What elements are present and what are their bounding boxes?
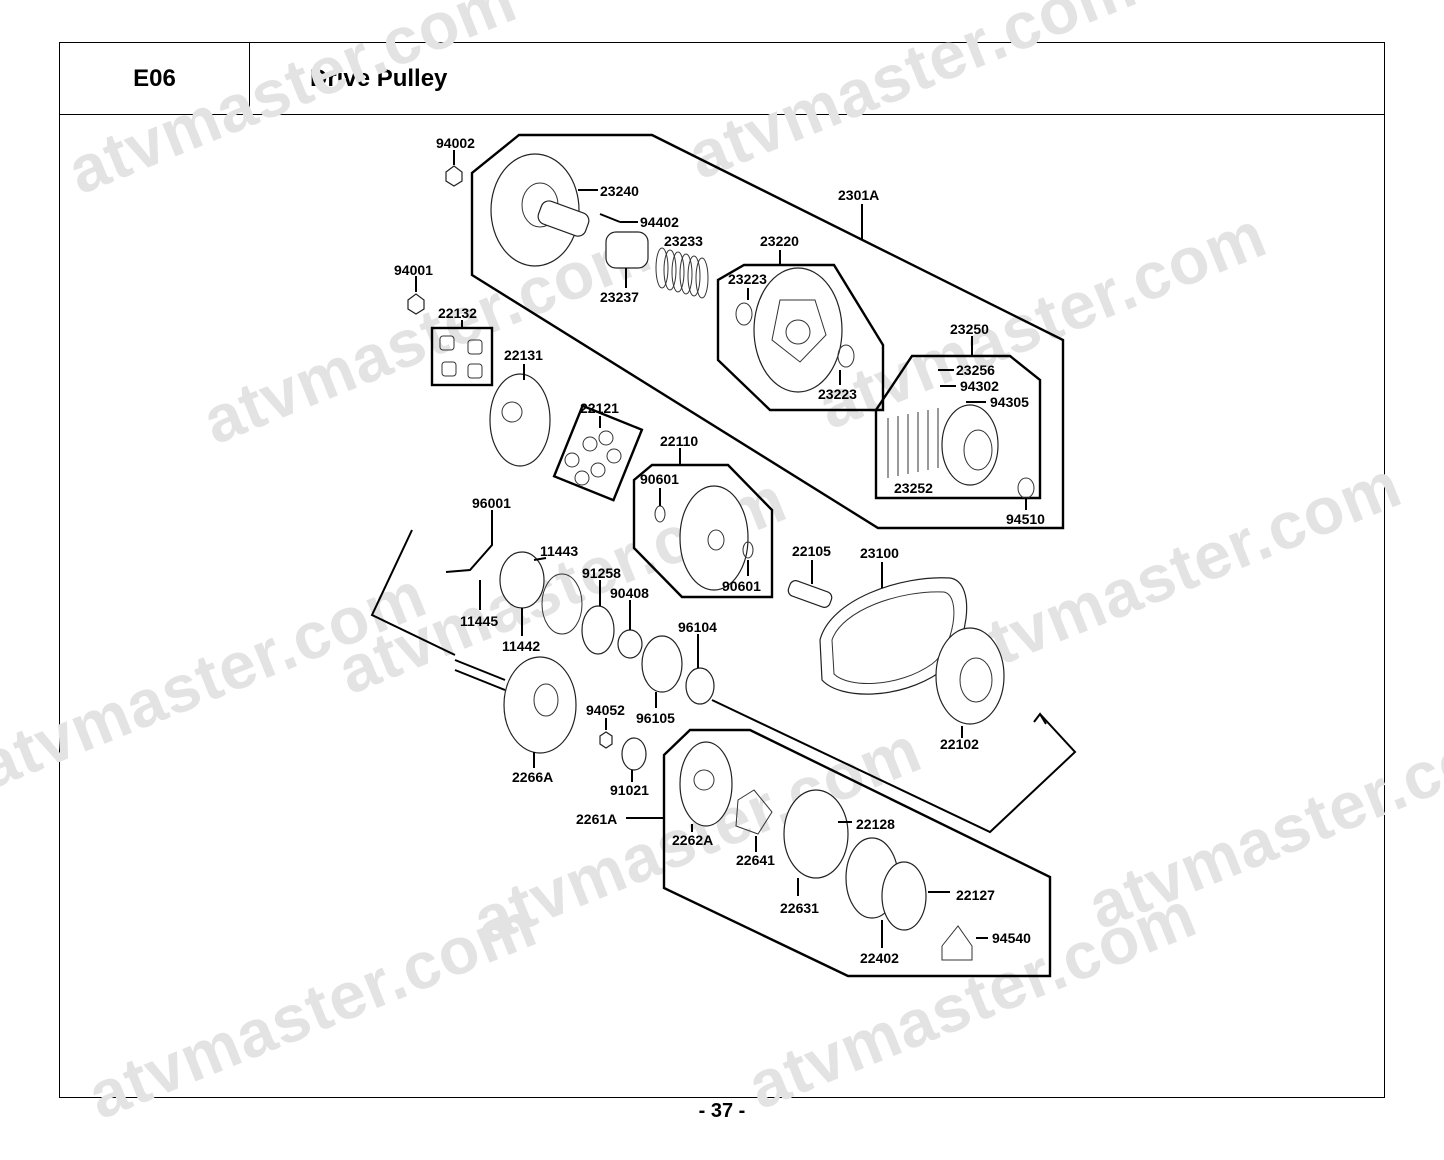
seal-91258 [581,605,615,655]
part-label: 11443 [540,543,578,559]
gasket-11443 [541,573,583,635]
part-label: 94052 [586,702,625,718]
drive-face-22110 [679,485,749,591]
fan-22102 [935,627,1005,725]
part-label: 94510 [1006,511,1045,527]
part-label: 2262A [672,832,713,848]
part-label: 22121 [580,400,619,416]
part-label: 23223 [818,386,857,402]
part-label: 90601 [640,471,679,487]
part-label: 23220 [760,233,799,249]
assembly-box-22121 [552,404,644,502]
part-label: 94302 [960,378,999,394]
diagram-frame: E06 Drive Pulley [59,42,1385,1098]
part-label: 2261A [576,811,617,827]
clip-94540 [941,925,973,961]
part-label: 90408 [610,585,649,601]
part-label: 90601 [722,578,761,594]
part-label: 2301A [838,187,879,203]
part-label: 94002 [436,135,475,151]
part-label: 91021 [610,782,649,798]
part-label: 22641 [736,852,775,868]
springs-22641 [735,789,773,835]
part-label: 2266A [512,769,553,785]
part-label: 23233 [664,233,703,249]
movable-face-23240 [490,153,580,267]
assembly-box-23250 [874,354,1042,500]
part-label: 96001 [472,495,511,511]
part-label: 22128 [856,816,895,832]
part-label: 11445 [460,613,498,629]
header-row: E06 Drive Pulley [60,43,1384,115]
part-shapes [407,153,1035,961]
part-label: 23240 [600,183,639,199]
part-label: 23256 [956,362,995,378]
ring-96105 [641,635,683,693]
nut-94052 [599,731,613,749]
part-label: 94305 [990,394,1029,410]
nut-94002 [445,165,463,187]
leader-lines [370,150,1077,948]
ring-94510 [1017,477,1035,499]
bushing-23237 [605,231,649,269]
part-label: 11442 [502,638,540,654]
collar-22105 [787,580,833,608]
part-label: 22402 [860,950,899,966]
part-label: 94402 [640,214,679,230]
part-label: 23100 [860,545,899,561]
rollers-22121 [564,430,622,486]
assembly-box-23220 [716,263,885,412]
nut-94001 [407,293,425,315]
part-label: 22110 [660,433,698,449]
clutch-hub-23250 [941,404,999,486]
part-label: 22631 [780,900,819,916]
part-label: 23237 [600,289,639,305]
watermark-text: atvmaster.com [943,446,1411,693]
fixed-face-23220 [753,267,843,393]
plate-22127 [881,861,927,931]
assembly-box-22110 [632,463,774,599]
part-label: 22102 [940,736,979,752]
part-label: 91258 [582,565,621,581]
page-number: - 37 - [698,1100,746,1122]
clutch-housing-2266A [503,656,577,754]
part-label: 23250 [950,321,989,337]
bearing-90408 [617,629,643,659]
part-label: 94540 [992,930,1031,946]
sliders-22132 [439,335,483,379]
watermark-text: atvmaster.com [78,886,546,1133]
part-label: 22105 [792,543,831,559]
part-label: 96104 [678,619,717,635]
section-code: E06 [60,43,250,115]
seal-96104 [685,667,715,705]
part-label: 22132 [438,305,477,321]
clutch-shoes-22631 [783,789,849,879]
part-label: 22127 [956,887,995,903]
ramp-plate-22131 [489,373,551,467]
part-label: 22131 [504,347,543,363]
assembly-box-2301A [470,133,1065,530]
spring-23233 [655,247,709,299]
assembly-box-2261A [662,728,1052,978]
part-label: 96105 [636,710,675,726]
watermark-text: atvmaster.com [678,0,1146,193]
part-label: 94001 [394,262,433,278]
part-label: 23252 [894,480,933,496]
bracket-96001 [445,522,493,573]
page-title: Drive Pulley [250,43,1384,115]
watermark-text: atvmaster.com [193,211,661,458]
part-label: 23223 [728,271,767,287]
part-number-labels: 94002 23240 94402 23233 23237 2301A 2322… [394,135,1045,966]
bearing-91021 [621,737,647,771]
drive-plate-2262A [679,741,733,827]
